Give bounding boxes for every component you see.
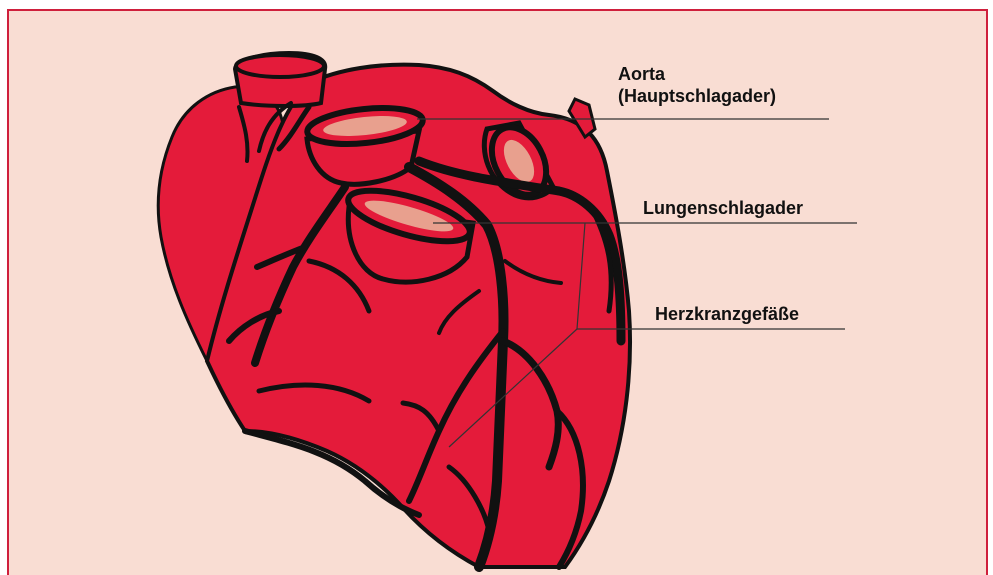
pulmonary-label: Lungenschlagader xyxy=(643,197,803,219)
diagram-frame: Aorta (Hauptschlagader) Lungenschlagader… xyxy=(7,9,988,575)
aorta-label-line1: Aorta xyxy=(618,63,776,85)
coronary-leader-2 xyxy=(449,329,577,447)
aorta-label-line2: (Hauptschlagader) xyxy=(618,85,776,107)
coronary-label: Herzkranzgefäße xyxy=(655,303,799,325)
aorta-label: Aorta (Hauptschlagader) xyxy=(618,63,776,107)
leader-lines xyxy=(9,11,986,575)
